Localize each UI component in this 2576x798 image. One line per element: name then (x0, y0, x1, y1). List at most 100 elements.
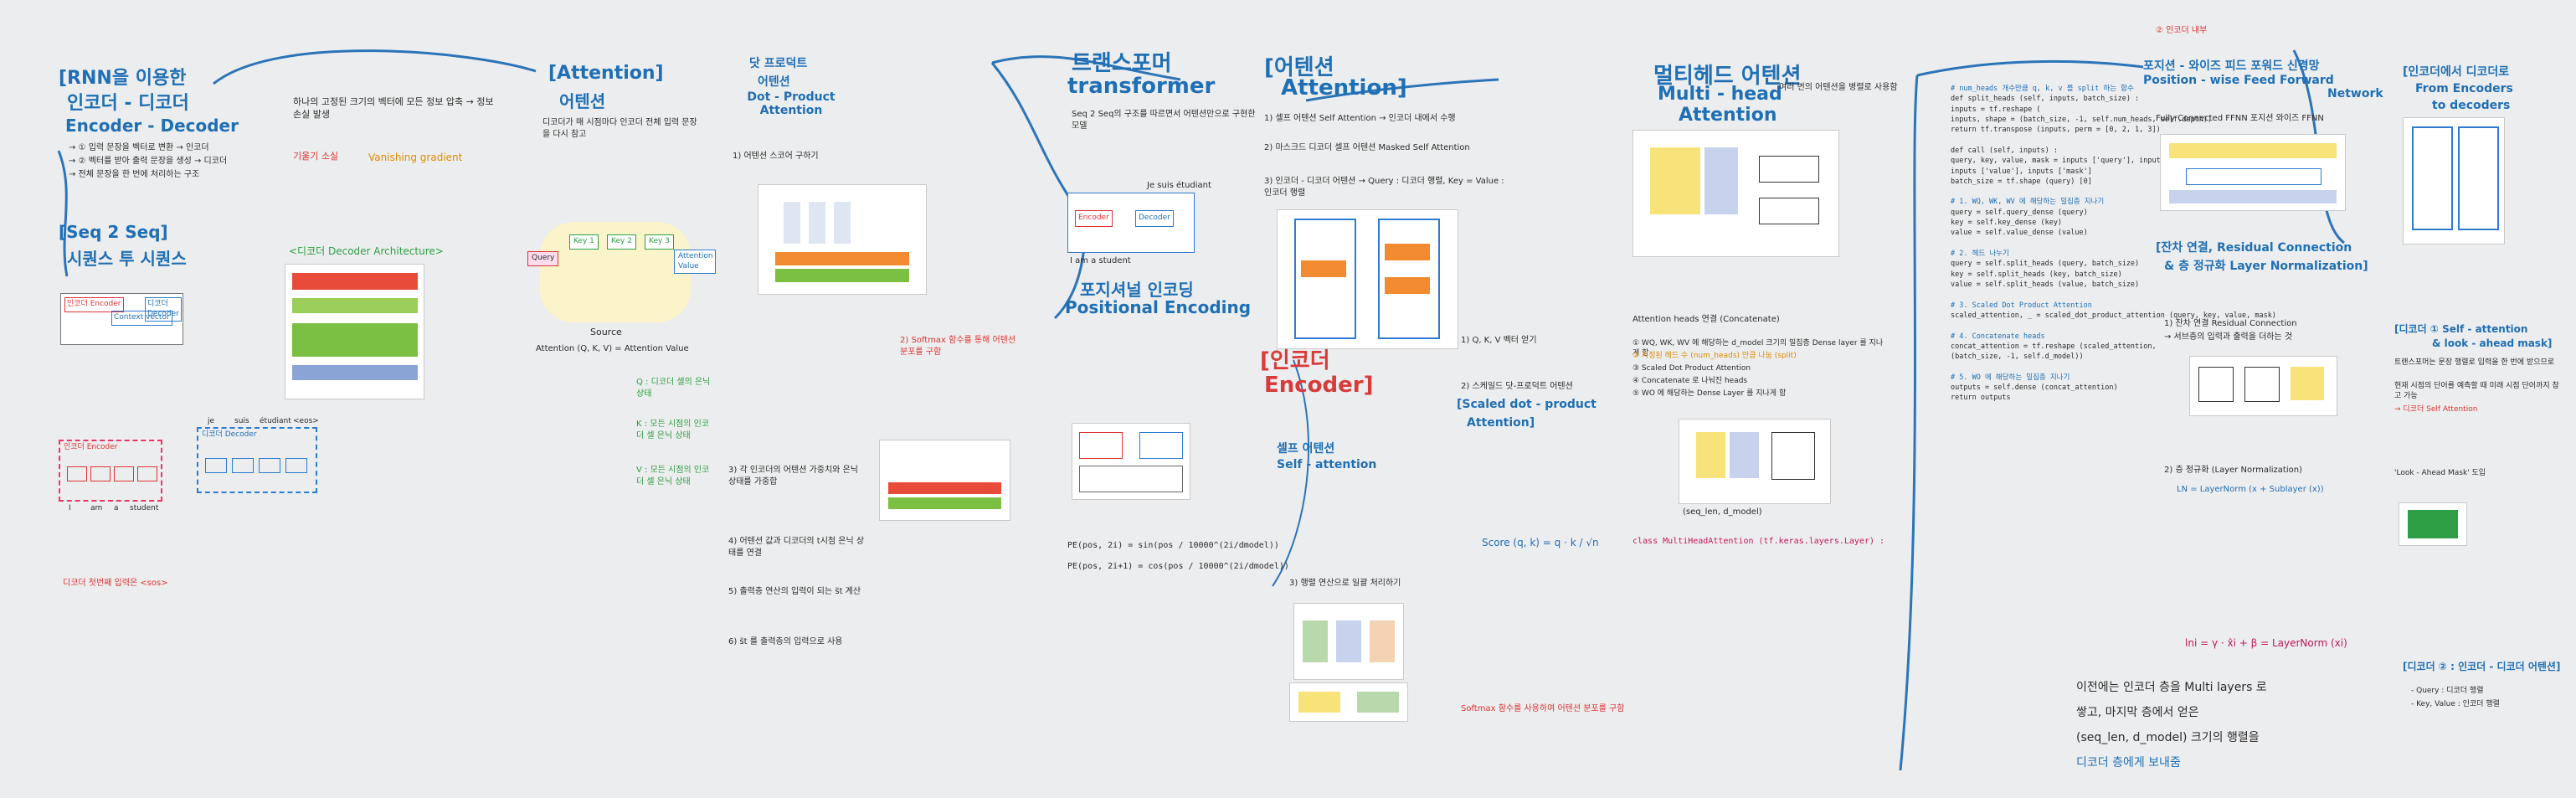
attention-q-note: Q : 디코더 셀의 은닉 상태 (636, 378, 711, 399)
dot-title-3: Dot - Product Attention (747, 90, 836, 117)
transformer-decoder-box: Decoder (1135, 210, 1174, 227)
pe-title-2: Positional Encoding (1065, 297, 1252, 317)
code-line: key = self.split_heads (key, batch_size) (1951, 270, 2122, 279)
code-line: (batch_size, -1, self.d_model)) (1951, 353, 2084, 362)
multihead-note-3: ③ Scaled Dot Product Attention (1632, 364, 1751, 373)
ffn-title-3: Network (2327, 87, 2383, 100)
qkv-step-3: 3) 행렬 연산으로 일괄 처리하기 (1289, 579, 1401, 588)
attn-type-1: 1) 셀프 어텐션 Self Attention → 인코더 내에서 수행 (1264, 114, 1456, 123)
dot-step-5: 5) 출력층 연산의 입력이 되는 s̃t 계산 (728, 587, 861, 596)
qkv-matrix-image (1293, 603, 1404, 680)
code-line: inputs = tf.reshape ( (1951, 105, 2041, 114)
encoder-box: 인코더 Encoder (64, 297, 124, 312)
rnn-issue-2-en: Vanishing gradient (368, 152, 463, 163)
rnn-title-3: Encoder - Decoder (65, 116, 239, 136)
decoder-note-4: 'Look - Ahead Mask' 도입 (2394, 469, 2486, 477)
rnn-encoder-label: 인코더 Encoder (64, 443, 118, 451)
encoder-title-1: [인코더 (1260, 348, 1330, 373)
transformer-arch-image (1277, 209, 1458, 349)
attention-key-2: Key 2 (607, 234, 636, 250)
seq2seq-title-2: 시퀀스 투 시퀀스 (67, 249, 187, 269)
multihead-note-4: ④ Concatenate 로 나눠진 heads (1632, 377, 1748, 385)
residual-image (2189, 356, 2337, 416)
attention-key-1: Key 1 (569, 234, 599, 250)
decoder-architecture-image (285, 264, 424, 399)
rnn-decoder-diagram: 디코더 Decoder (197, 427, 317, 493)
dot-step-4: 4) 어텐션 값과 디코더의 t시점 은닉 상태를 연결 (728, 537, 865, 558)
residual-note-1: 1) 잔차 연결 Residual Connection (2164, 319, 2297, 328)
code-line: key = self.key_dense (key) (1951, 219, 2063, 228)
attention-query: Query (527, 251, 559, 266)
enc2dec-title-2: From Encoders (2415, 82, 2513, 95)
multihead-title-2: Multi - head (1658, 84, 1782, 105)
multihead-note-1: ① WQ, WK, WV 에 해당하는 d_model 크기의 밀집층 Dens… (1632, 339, 1884, 358)
attn-type-2: 2) 마스크드 디코더 셀프 어텐션 Masked Self Attention (1264, 143, 1470, 152)
decoder-cross-note-2: - Key, Value : 인코더 행렬 (2411, 700, 2500, 708)
self-attn-label-1: 셀프 어텐션 (1277, 442, 1335, 456)
rnn-decoder-label: 디코더 Decoder (202, 430, 257, 439)
attention-title-1: [Attention] (548, 63, 664, 84)
dot-title-1: 닷 프로덕트 (749, 57, 808, 70)
code-line: return outputs (1951, 394, 2011, 403)
attn-type-3: 3) 인코더 - 디코더 어텐션 → Query : 디코더 행렬, Key =… (1264, 177, 1504, 198)
code-line: scaled_attention, _ = scaled_dot_product… (1951, 311, 2276, 320)
scaled-attn-image (1289, 682, 1408, 722)
ffn-title-2: Position - wise Feed Forward (2143, 74, 2334, 87)
attention-v-note: V : 모든 시점의 인코더 셀 은닉 상태 (636, 466, 710, 487)
code-line: # 2. 헤드 나누기 (1951, 250, 2009, 258)
dot-step-6: 6) s̃t 를 출력층의 입력으로 사용 (728, 637, 843, 646)
rnn-title-1: [RNN을 이용한 (59, 68, 187, 89)
code-bottom-4: 디코더 층에게 보내줌 (2076, 756, 2181, 770)
dot-step-1: 1) 어텐션 스코어 구하기 (733, 152, 819, 161)
transformer-title-2: transformer (1067, 74, 1216, 99)
output-token-2: suis (234, 417, 249, 425)
rnn-issue-2: 기울기 소실 (293, 151, 339, 162)
code-line: def split_heads (self, inputs, batch_siz… (1951, 95, 2140, 104)
scaled-title-1: [Scaled dot - product (1457, 398, 1597, 411)
layernorm-formula: lni = γ · x̂i + β = LayerNorm (xi) (2185, 637, 2347, 649)
code-line: batch_size = tf.shape (query) [0] (1951, 177, 2092, 186)
code-line: value = self.value_dense (value) (1951, 229, 2088, 238)
input-token-1: I (69, 504, 71, 512)
output-token-3: étudiant (260, 417, 291, 425)
code-block: # num_heads 개수만큼 q, k, v 를 split 하는 함수 d… (1951, 84, 2302, 404)
enc2dec-title-1: [인코더에서 디코더로 (2403, 65, 2510, 79)
attention-source: Source (590, 327, 622, 337)
decoder-cross-title: [디코더 ② : 인코더 - 디코더 어텐션] (2403, 661, 2561, 672)
code-line: # 1. WQ, WK, WV 에 해당하는 밀집층 지나기 (1951, 198, 2105, 207)
transformer-sent-out: Je suis étudiant (1147, 181, 1211, 190)
rnn-encoder-diagram: 인코더 Encoder (59, 440, 162, 502)
rnn-note-2: → ② 벡터를 받아 출력 문장을 생성 → 디코더 (69, 157, 228, 166)
multihead-note-5: ⑤ WO 에 해당하는 Dense Layer 를 지나게 함 (1632, 389, 1787, 398)
pe-diagram-image (1072, 423, 1190, 500)
transformer-diagram: Encoder Decoder (1067, 193, 1195, 253)
seq2seq-diagram: 인코더 Encoder Context vector 디코더 Decoder (60, 293, 183, 345)
code-bottom-3: (seq_len, d_model) 크기의 행렬을 (2076, 731, 2260, 744)
pe-formula-1: PE(pos, 2i) = sin(pos / 10000^(2i/dmodel… (1067, 541, 1279, 550)
scaled-title-2: Attention] (1467, 416, 1535, 430)
dot-title-2: 어텐션 (758, 75, 790, 89)
code-line: outputs = self.dense (concat_attention) (1951, 384, 2118, 393)
multihead-side: 여러 번의 어텐션을 병렬로 사용함 (1779, 83, 1898, 92)
multihead-title-1: 멀티헤드 어텐션 (1653, 64, 1802, 89)
ffn-title-1: 포지션 - 와이즈 피드 포워드 신경망 (2143, 59, 2320, 73)
decoder-self-title: [디코더 ① Self - attention (2394, 323, 2528, 335)
rnn-title-2: 인코더 - 디코더 (67, 93, 189, 114)
ffn-badge: ② 인코더 내부 (2156, 26, 2208, 35)
multihead-shape: (seq_len, d_model) (1683, 507, 1762, 517)
attention-qkv: Attention (Q, K, V) = Attention Value (536, 344, 689, 353)
code-line: value = self.split_heads (value, batch_s… (1951, 280, 2140, 289)
decoder-self-sub: & look - ahead mask] (2432, 337, 2553, 349)
code-line: # 3. Scaled Dot Product Attention (1951, 301, 2092, 310)
decoder-note-3: → 디코더 Self Attention (2394, 405, 2478, 414)
code-line: # num_heads 개수만큼 q, k, v 를 split 하는 함수 (1951, 85, 2134, 93)
multihead-concat: Attention heads 연결 (Concatenate) (1632, 315, 1780, 324)
ffn-image (2160, 134, 2346, 211)
attention-title-2: 어텐션 (559, 91, 606, 111)
attention-desc: 디코더가 매 시점마다 인코더 전체 입력 문장을 다시 참고 (542, 118, 697, 139)
multihead-class-line: class MultiHeadAttention (tf.keras.layer… (1632, 537, 1885, 546)
decoder-note-2: 현재 시점의 단어를 예측할 때 미래 시점 단어까지 참고 가능 (2394, 382, 2559, 400)
dot-concat-image (879, 440, 1010, 521)
code-line (1951, 290, 2302, 300)
code-bottom-2: 쌓고, 마지막 층에서 얻은 (2076, 706, 2199, 719)
